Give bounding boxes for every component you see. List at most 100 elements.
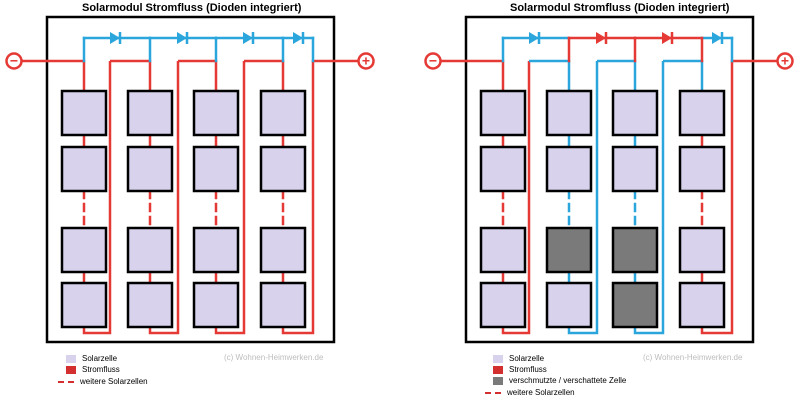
diode-symbol	[662, 32, 674, 44]
return-wire	[700, 61, 734, 335]
plus-terminal-glyph: +	[362, 53, 370, 69]
diode-triangle	[712, 32, 722, 44]
link-wire	[663, 59, 704, 91]
diode-triangle	[596, 32, 606, 44]
input-wire	[47, 59, 86, 91]
solar-cell	[192, 281, 240, 329]
legend-dashed-right: weitere Solarzellen	[485, 388, 575, 397]
panel-title-left: Solarmodul Stromfluss (Dioden integriert…	[82, 2, 302, 14]
link-wire	[529, 59, 571, 91]
input-wire	[466, 59, 505, 91]
shaded-solar-cell	[545, 226, 593, 274]
solar-cell	[479, 89, 527, 137]
plus-terminal	[776, 52, 794, 70]
credit-left: (c) Wohnen-Heimwerken.de	[224, 353, 324, 362]
legend-current-left: Stromfluss	[66, 365, 120, 374]
solar-cell	[611, 89, 659, 137]
diode-triangle	[662, 32, 672, 44]
solar-cell	[259, 226, 307, 274]
legend-current-right: Stromfluss	[493, 365, 547, 374]
panel-normal: −+	[5, 15, 375, 344]
solar-cell	[259, 281, 307, 329]
diode-triangle	[110, 32, 120, 44]
diode-symbol	[596, 32, 608, 44]
legend-label: Solarzelle	[509, 354, 545, 363]
diode-triangle	[529, 32, 539, 44]
solar-cell	[192, 226, 240, 274]
solar-cell	[545, 145, 593, 193]
shaded-solar-cell	[611, 226, 659, 274]
cell-swatch	[66, 354, 76, 363]
solar-cell	[60, 226, 108, 274]
solar-cell	[678, 226, 726, 274]
shaded-solar-cell	[611, 281, 659, 329]
legend-shaded-right: verschmutzte / verschattete Zelle	[493, 376, 626, 385]
diode-symbol	[110, 32, 122, 44]
solar-cell	[60, 145, 108, 193]
solar-cell	[126, 89, 174, 137]
panel-shaded: −+	[424, 15, 794, 344]
solar-cell	[126, 145, 174, 193]
cell-swatch	[493, 354, 503, 363]
legend-label: Stromfluss	[509, 365, 547, 374]
minus-terminal-glyph: −	[10, 53, 18, 69]
minus-terminal-glyph: −	[429, 53, 437, 69]
diode-symbol	[293, 32, 305, 44]
diode-symbol	[243, 32, 255, 44]
link-wire	[110, 59, 152, 91]
legend-label: Solarzelle	[82, 354, 118, 363]
diode-symbol	[529, 32, 541, 44]
diode-symbol	[712, 32, 724, 44]
legend-dashed-left: weitere Solarzellen	[58, 377, 148, 386]
dashed-swatch	[58, 380, 74, 383]
legend-label: weitere Solarzellen	[80, 377, 148, 386]
legend-label: Stromfluss	[82, 365, 120, 374]
link-wire	[178, 59, 218, 91]
diode-triangle	[243, 32, 253, 44]
legend-cell-right: Solarzelle	[493, 354, 544, 363]
solar-cell	[611, 145, 659, 193]
solar-cell	[678, 281, 726, 329]
solar-cell	[60, 281, 108, 329]
plus-terminal-glyph: +	[781, 53, 789, 69]
diode-symbol	[177, 32, 189, 44]
solar-cell	[479, 145, 527, 193]
return-wire	[501, 61, 531, 335]
solar-cell	[479, 226, 527, 274]
solar-cell	[192, 89, 240, 137]
return-wire	[567, 61, 599, 335]
solar-cell	[60, 89, 108, 137]
return-wire	[148, 61, 180, 335]
module-frame	[464, 15, 755, 344]
plus-terminal	[357, 52, 375, 70]
return-wire	[281, 61, 315, 335]
legend-label: verschmutzte / verschattete Zelle	[509, 376, 627, 385]
diode-triangle	[293, 32, 303, 44]
shaded-swatch	[493, 376, 503, 385]
dashed-swatch	[485, 391, 501, 394]
panel-title-right: Solarmodul Stromfluss (Dioden integriert…	[510, 2, 730, 14]
return-wire	[633, 61, 665, 335]
link-wire	[244, 59, 285, 91]
module-frame	[45, 15, 336, 344]
solar-cell	[545, 281, 593, 329]
credit-right: (c) Wohnen-Heimwerken.de	[643, 353, 743, 362]
return-wire	[82, 61, 112, 335]
return-wire	[214, 61, 246, 335]
legend-cell-left: Solarzelle	[66, 354, 117, 363]
solar-cell	[259, 145, 307, 193]
minus-terminal	[5, 52, 23, 70]
solar-cell	[126, 281, 174, 329]
solar-cell	[126, 226, 174, 274]
solar-cell	[259, 89, 307, 137]
link-wire	[597, 59, 637, 91]
solar-cell	[678, 145, 726, 193]
solar-cell	[545, 89, 593, 137]
current-swatch	[493, 365, 503, 374]
solar-cell	[192, 145, 240, 193]
diode-triangle	[177, 32, 187, 44]
legend-label: weitere Solarzellen	[507, 388, 575, 397]
minus-terminal	[424, 52, 442, 70]
solar-cell	[479, 281, 527, 329]
